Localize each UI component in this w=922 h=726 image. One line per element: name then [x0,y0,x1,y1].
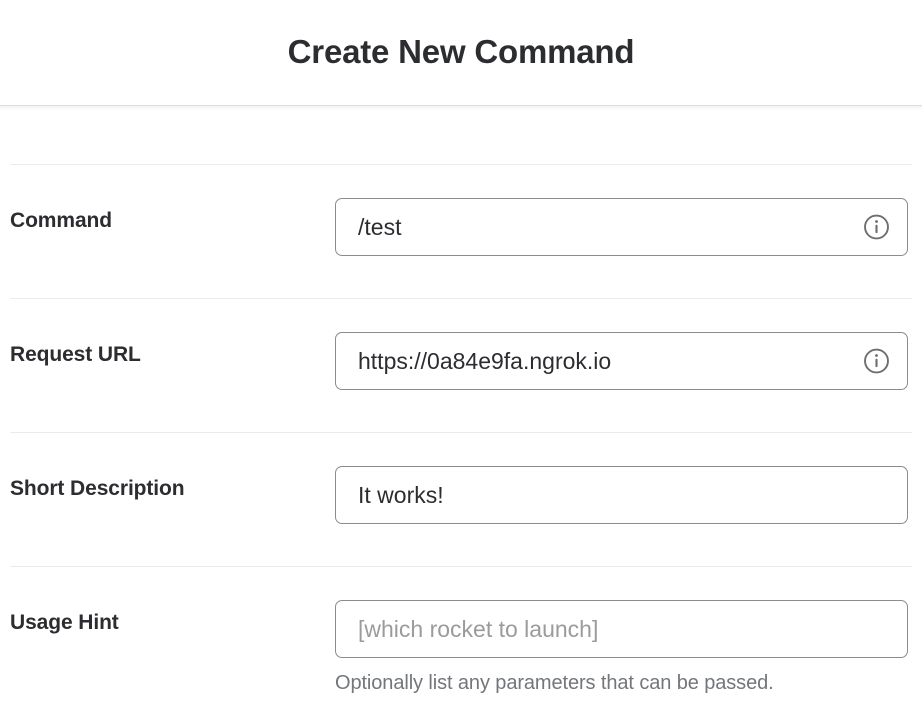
input-wrap-short-description [335,466,908,524]
form-row-usage-hint: Usage Hint Optionally list any parameter… [0,567,922,700]
row-divider [10,164,912,165]
field-label-request-url: Request URL [10,343,141,367]
label-cell-usage-hint: Usage Hint [0,567,335,664]
short-description-input[interactable] [335,466,908,524]
row-divider [10,566,912,567]
field-label-command: Command [10,209,112,233]
label-cell-request-url: Request URL [0,299,335,396]
field-cell-request-url [335,299,922,390]
row-divider [10,298,912,299]
page-title: Create New Command [287,33,635,71]
modal-header: Create New Command [0,0,922,111]
form-row-command: Command [0,165,922,298]
command-form: Command Request URL [0,106,922,700]
request-url-input[interactable] [335,332,908,390]
input-wrap-request-url [335,332,908,390]
info-icon[interactable] [863,214,890,241]
label-cell-short-description: Short Description [0,433,335,530]
field-cell-command [335,165,922,256]
field-cell-short-description [335,433,922,524]
field-label-short-description: Short Description [10,477,185,501]
row-divider [10,432,912,433]
form-top-spacer [0,106,922,164]
field-cell-usage-hint: Optionally list any parameters that can … [335,567,922,696]
form-row-short-description: Short Description [0,433,922,566]
input-wrap-command [335,198,908,256]
command-input[interactable] [335,198,908,256]
field-label-usage-hint: Usage Hint [10,611,119,635]
usage-hint-helper-text: Optionally list any parameters that can … [335,672,774,694]
usage-hint-input[interactable] [335,600,908,658]
label-cell-command: Command [0,165,335,262]
input-wrap-usage-hint [335,600,908,658]
info-icon[interactable] [863,348,890,375]
form-row-request-url: Request URL [0,299,922,432]
